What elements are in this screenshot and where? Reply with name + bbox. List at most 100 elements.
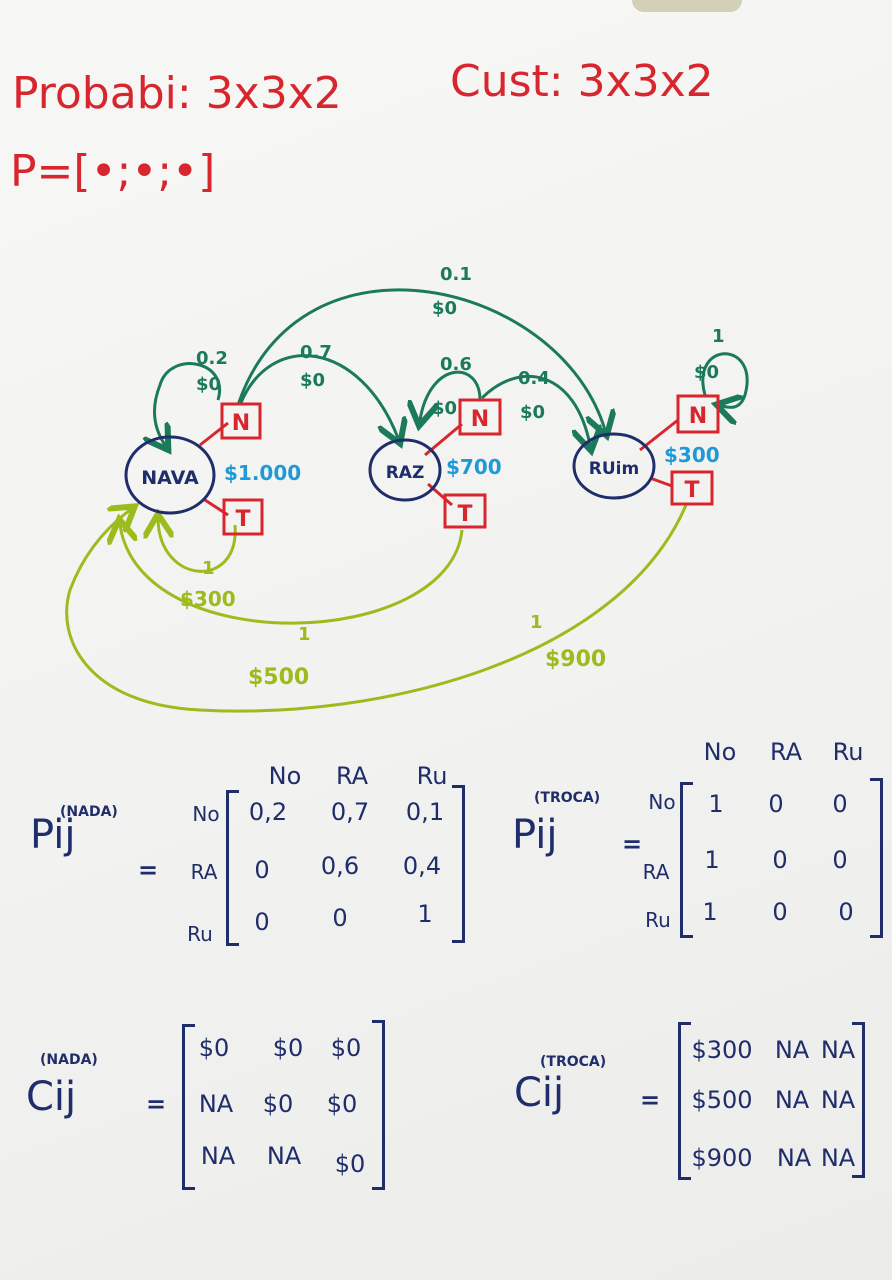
- c-troca-cell: NA: [774, 1036, 810, 1064]
- p-nada-row-header: Ru: [187, 922, 213, 946]
- prob-nova-troca: 1: [202, 558, 215, 579]
- c-nada-cell: NA: [198, 1090, 234, 1118]
- p-nada-bracket-left: [226, 790, 239, 946]
- p-nada-cell: 0: [254, 908, 270, 936]
- state-ruim-label: RUim: [589, 459, 639, 479]
- c-nada-cell: $0: [198, 1034, 230, 1062]
- c-nada-cell: $0: [330, 1034, 362, 1062]
- p-troca-cell: 0: [768, 790, 784, 818]
- c-nada-cell: $0: [326, 1090, 358, 1118]
- state-nova: [124, 435, 216, 515]
- c-nada-cell: $0: [272, 1034, 304, 1062]
- p-nada-col-header: Ru: [416, 762, 448, 790]
- prob-ruim-troca: 1: [530, 612, 543, 633]
- p-nada-superscript: (NADA): [60, 804, 118, 820]
- p-nada-col-header: No: [268, 762, 302, 790]
- p-troca-cell: 0: [772, 898, 788, 926]
- action-box-ruim-n: [676, 394, 720, 434]
- c-troca-superscript: (TROCA): [540, 1054, 607, 1070]
- reward-nova: $1.000: [224, 461, 301, 485]
- p-nada-bracket-right: [452, 785, 465, 943]
- c-nada-symbol: Cij: [26, 1074, 77, 1120]
- reward-raz: $700: [446, 455, 502, 479]
- reward-ruim: $300: [664, 443, 720, 467]
- p-troca-col-header: Ru: [832, 738, 864, 766]
- p-nada-cell: 0,4: [402, 852, 442, 880]
- c-troca-cell: NA: [820, 1144, 856, 1172]
- c-troca-cell: $300: [691, 1036, 753, 1064]
- cost-ruim-self: $0: [694, 362, 719, 383]
- state-raz-label: RAZ: [386, 463, 425, 483]
- action-raz-n: N: [471, 407, 489, 432]
- cost-ruim-troca: $900: [545, 647, 606, 672]
- action-ruim-t: T: [684, 478, 699, 503]
- c-troca-bracket-right: [852, 1022, 865, 1178]
- prob-nova-self: 0.2: [196, 348, 228, 369]
- action-box-nova-n: [220, 402, 262, 440]
- p-troca-cell: 0: [832, 846, 848, 874]
- p-troca-cell: 0: [832, 790, 848, 818]
- state-ruim: [572, 432, 656, 500]
- policy-vector: P=[•;•;•]: [10, 146, 216, 197]
- p-nada-row-header: RA: [190, 860, 218, 884]
- p-nada-row-header: No: [192, 802, 220, 826]
- action-raz-t: T: [457, 502, 472, 527]
- c-troca-cell: $500: [691, 1086, 753, 1114]
- costs-heading: Cust: 3x3x2: [450, 56, 714, 107]
- c-nada-superscript: (NADA): [40, 1052, 98, 1068]
- p-troca-equals: =: [622, 830, 643, 858]
- p-troca-cell: 1: [704, 846, 720, 874]
- arc-ruim-troca: [65, 505, 688, 713]
- cost-nova-troca: $300: [180, 587, 236, 611]
- p-troca-cell: 1: [708, 790, 724, 818]
- p-nada-col-header: RA: [335, 762, 369, 790]
- arc-nova-troca: [158, 520, 237, 573]
- action-nova-t: T: [235, 507, 250, 532]
- arc-raz-troca: [120, 525, 464, 625]
- cost-raz-self: $0: [432, 398, 457, 419]
- cost-nova-raz: $0: [300, 370, 325, 391]
- prob-raz-troca: 1: [298, 624, 311, 645]
- state-raz: [368, 438, 442, 502]
- p-troca-col-header: RA: [769, 738, 803, 766]
- p-troca-row-header: Ru: [645, 908, 671, 932]
- action-box-raz-t: [443, 493, 487, 529]
- c-nada-equals: =: [146, 1090, 167, 1118]
- arc-nova-ruim: [236, 288, 605, 430]
- prob-ruim-self: 1: [712, 326, 725, 347]
- p-nada-equals: =: [138, 856, 159, 884]
- corner-object: [632, 0, 742, 12]
- c-troca-bracket-left: [678, 1022, 691, 1180]
- c-troca-symbol: Cij: [514, 1070, 565, 1116]
- p-troca-cell: 0: [838, 898, 854, 926]
- c-nada-cell: $0: [262, 1090, 294, 1118]
- prob-nova-raz: 0.7: [300, 342, 332, 363]
- prob-nova-ruim: 0.1: [440, 264, 472, 285]
- cost-raz-ruim: $0: [520, 402, 545, 423]
- arc-raz-ruim: [480, 374, 590, 445]
- p-nada-cell: 0: [332, 904, 348, 932]
- action-ruim-n: N: [689, 404, 707, 429]
- c-troca-equals: =: [640, 1086, 661, 1114]
- p-troca-row-header: RA: [642, 860, 670, 884]
- p-nada-cell: 0,7: [330, 798, 370, 826]
- p-nada-symbol: Pij: [30, 812, 76, 858]
- prob-raz-ruim: 0.4: [518, 368, 550, 389]
- action-box-ruim-t: [670, 470, 714, 506]
- arc-raz-self: [420, 370, 482, 420]
- cost-nova-ruim: $0: [432, 298, 457, 319]
- c-troca-cell: NA: [820, 1036, 856, 1064]
- p-troca-col-header: No: [703, 738, 737, 766]
- arc-nova-raz: [238, 354, 398, 438]
- p-troca-row-header: No: [648, 790, 676, 814]
- prob-raz-self: 0.6: [440, 354, 472, 375]
- p-nada-cell: 0,2: [248, 798, 288, 826]
- markov-diagram: NAVA RAZ RUim $1.000 $700 $300 N T N T N…: [65, 264, 749, 713]
- c-troca-cell: $900: [691, 1144, 753, 1172]
- cost-nova-self: $0: [196, 374, 221, 395]
- p-troca-bracket-left: [680, 782, 693, 938]
- action-box-nova-t: [222, 498, 264, 536]
- cost-raz-troca: $500: [248, 665, 309, 690]
- p-troca-bracket-right: [870, 778, 883, 938]
